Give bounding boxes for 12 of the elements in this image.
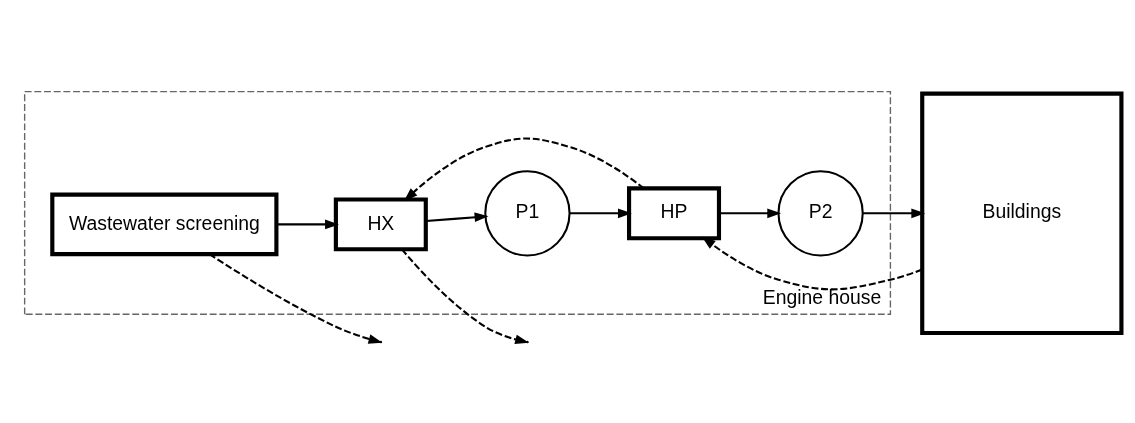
arrow: [426, 212, 489, 223]
node-box: HX: [333, 197, 428, 252]
node-box: HP: [627, 186, 722, 241]
node-box: Wastewater screening: [50, 192, 279, 257]
arrow: [569, 208, 632, 219]
arrow: [277, 219, 339, 230]
arrow: [863, 208, 926, 219]
node-circle: P2: [777, 170, 864, 257]
arrow: [701, 236, 923, 291]
arrow: [719, 208, 782, 219]
node-box: Buildings: [920, 91, 1124, 336]
node-circle: P1: [484, 170, 571, 257]
